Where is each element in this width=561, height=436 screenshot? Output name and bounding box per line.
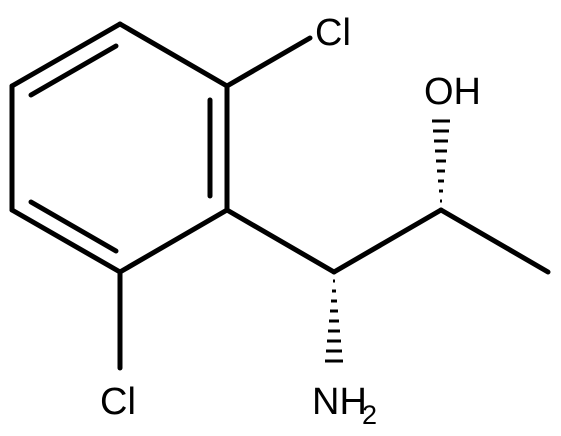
hashed-wedge-c1-n — [325, 279, 343, 363]
atom-label-amine: NH — [312, 381, 367, 423]
bond-ring-to-cl-top — [224, 35, 313, 89]
ring-bond — [9, 21, 123, 89]
bond-ring-to-c1 — [224, 207, 337, 275]
ring-double-bond — [28, 43, 119, 98]
atom-label-cl-bottom: Cl — [100, 381, 136, 423]
ring-bond — [117, 21, 230, 89]
atom-label-hydroxyl: OH — [424, 71, 481, 113]
ring-bond — [9, 207, 123, 275]
ring-double-bond — [28, 199, 119, 254]
hashed-wedge-c2-o — [432, 119, 450, 203]
atom-label-amine-subscript: 2 — [362, 400, 377, 430]
ring-bond — [117, 207, 230, 275]
bond-c1-to-c2 — [331, 207, 444, 275]
atom-label-cl-top: Cl — [315, 12, 351, 54]
bond-c2-to-methyl — [438, 207, 551, 275]
benzene-ring — [9, 21, 230, 275]
